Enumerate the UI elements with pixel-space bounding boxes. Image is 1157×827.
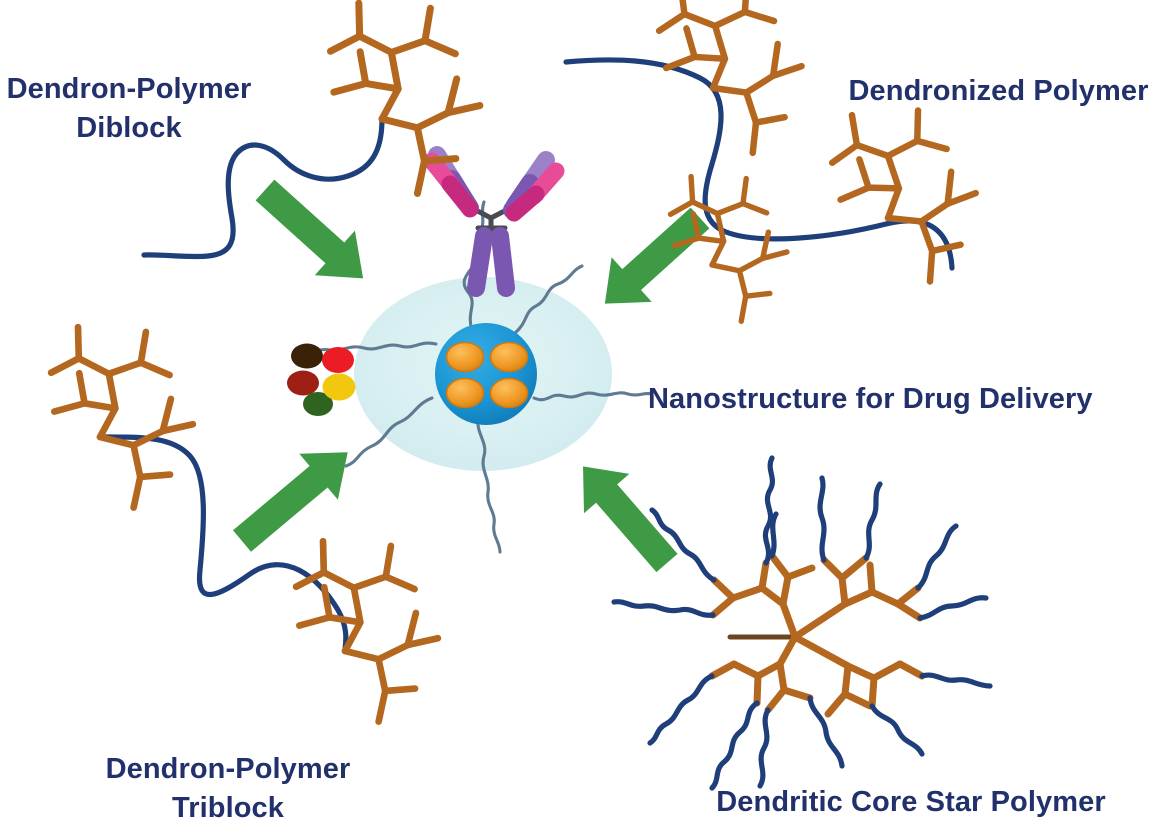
payload-dot — [445, 377, 485, 409]
star-arm — [869, 703, 925, 757]
drug-payloads — [445, 341, 529, 409]
free-drug-dot — [322, 347, 354, 373]
label-nanostructure-for-drug-delivery: Nanostructure for Drug Delivery — [648, 383, 1093, 415]
dendron-icon — [287, 540, 444, 726]
star-arm — [769, 511, 779, 559]
corona-chain — [513, 264, 584, 335]
polymer-chain — [141, 116, 385, 260]
antibody-light-chain-right — [505, 162, 565, 222]
dendron-polymer-triblock — [42, 326, 444, 726]
star-arm — [611, 599, 716, 618]
assembly-arrows — [233, 179, 710, 573]
star-arm — [762, 455, 776, 566]
star-arm — [919, 672, 993, 689]
star-arm — [649, 507, 717, 583]
free-drug-dot — [291, 343, 323, 369]
dendron-icon — [658, 0, 805, 156]
label-dendritic-core-star-polymer: Dendritic Core Star Polymer — [716, 786, 1106, 818]
free-drug-dot — [303, 392, 333, 416]
payload-dot — [445, 341, 485, 373]
star-arm — [807, 695, 845, 769]
label-dendronized-polymer: Dendronized Polymer — [848, 75, 1149, 107]
targeting-antibody — [423, 146, 565, 297]
corona-chain — [532, 391, 654, 402]
arrow-from-triblock — [233, 452, 348, 552]
dendron-icon — [42, 326, 199, 512]
star-arm — [915, 523, 959, 591]
nanoparticle-core — [435, 323, 537, 425]
star-arm — [757, 707, 771, 789]
dendritic-core-star-polymer — [611, 455, 993, 791]
payload-dot — [489, 377, 529, 409]
polymer-chain — [97, 434, 349, 653]
star-polymer-arms — [611, 455, 993, 791]
free-drug-dot — [287, 370, 319, 396]
star-arm — [917, 595, 989, 621]
dendron-polymer-diblock — [141, 1, 486, 260]
star-arm — [817, 475, 827, 563]
arrow-from-dendronized — [604, 207, 710, 304]
corona-chain — [476, 416, 502, 554]
star-arm — [863, 481, 883, 561]
free-drug-dots — [287, 343, 356, 416]
star-arm — [709, 700, 760, 791]
arrow-from-star — [583, 466, 678, 573]
dendronized-polymer — [563, 0, 982, 323]
label-dendron-polymer-triblock: Dendron-Polymer Triblock — [105, 753, 351, 824]
payload-dot — [489, 341, 529, 373]
antibody-light-chain-left — [423, 152, 479, 218]
star-arm — [647, 673, 715, 746]
nanostructure-assembly — [287, 146, 654, 554]
label-dendron-polymer-diblock: Dendron-Polymer Diblock — [6, 73, 252, 144]
free-drug-dot — [322, 373, 356, 401]
dendron-icon — [321, 1, 486, 197]
antibody-fc-stem — [467, 227, 515, 297]
corona-chain — [344, 396, 434, 468]
dendron-icon — [829, 107, 982, 288]
arrow-from-diblock — [255, 179, 364, 279]
dendritic-core-icon — [708, 552, 926, 718]
